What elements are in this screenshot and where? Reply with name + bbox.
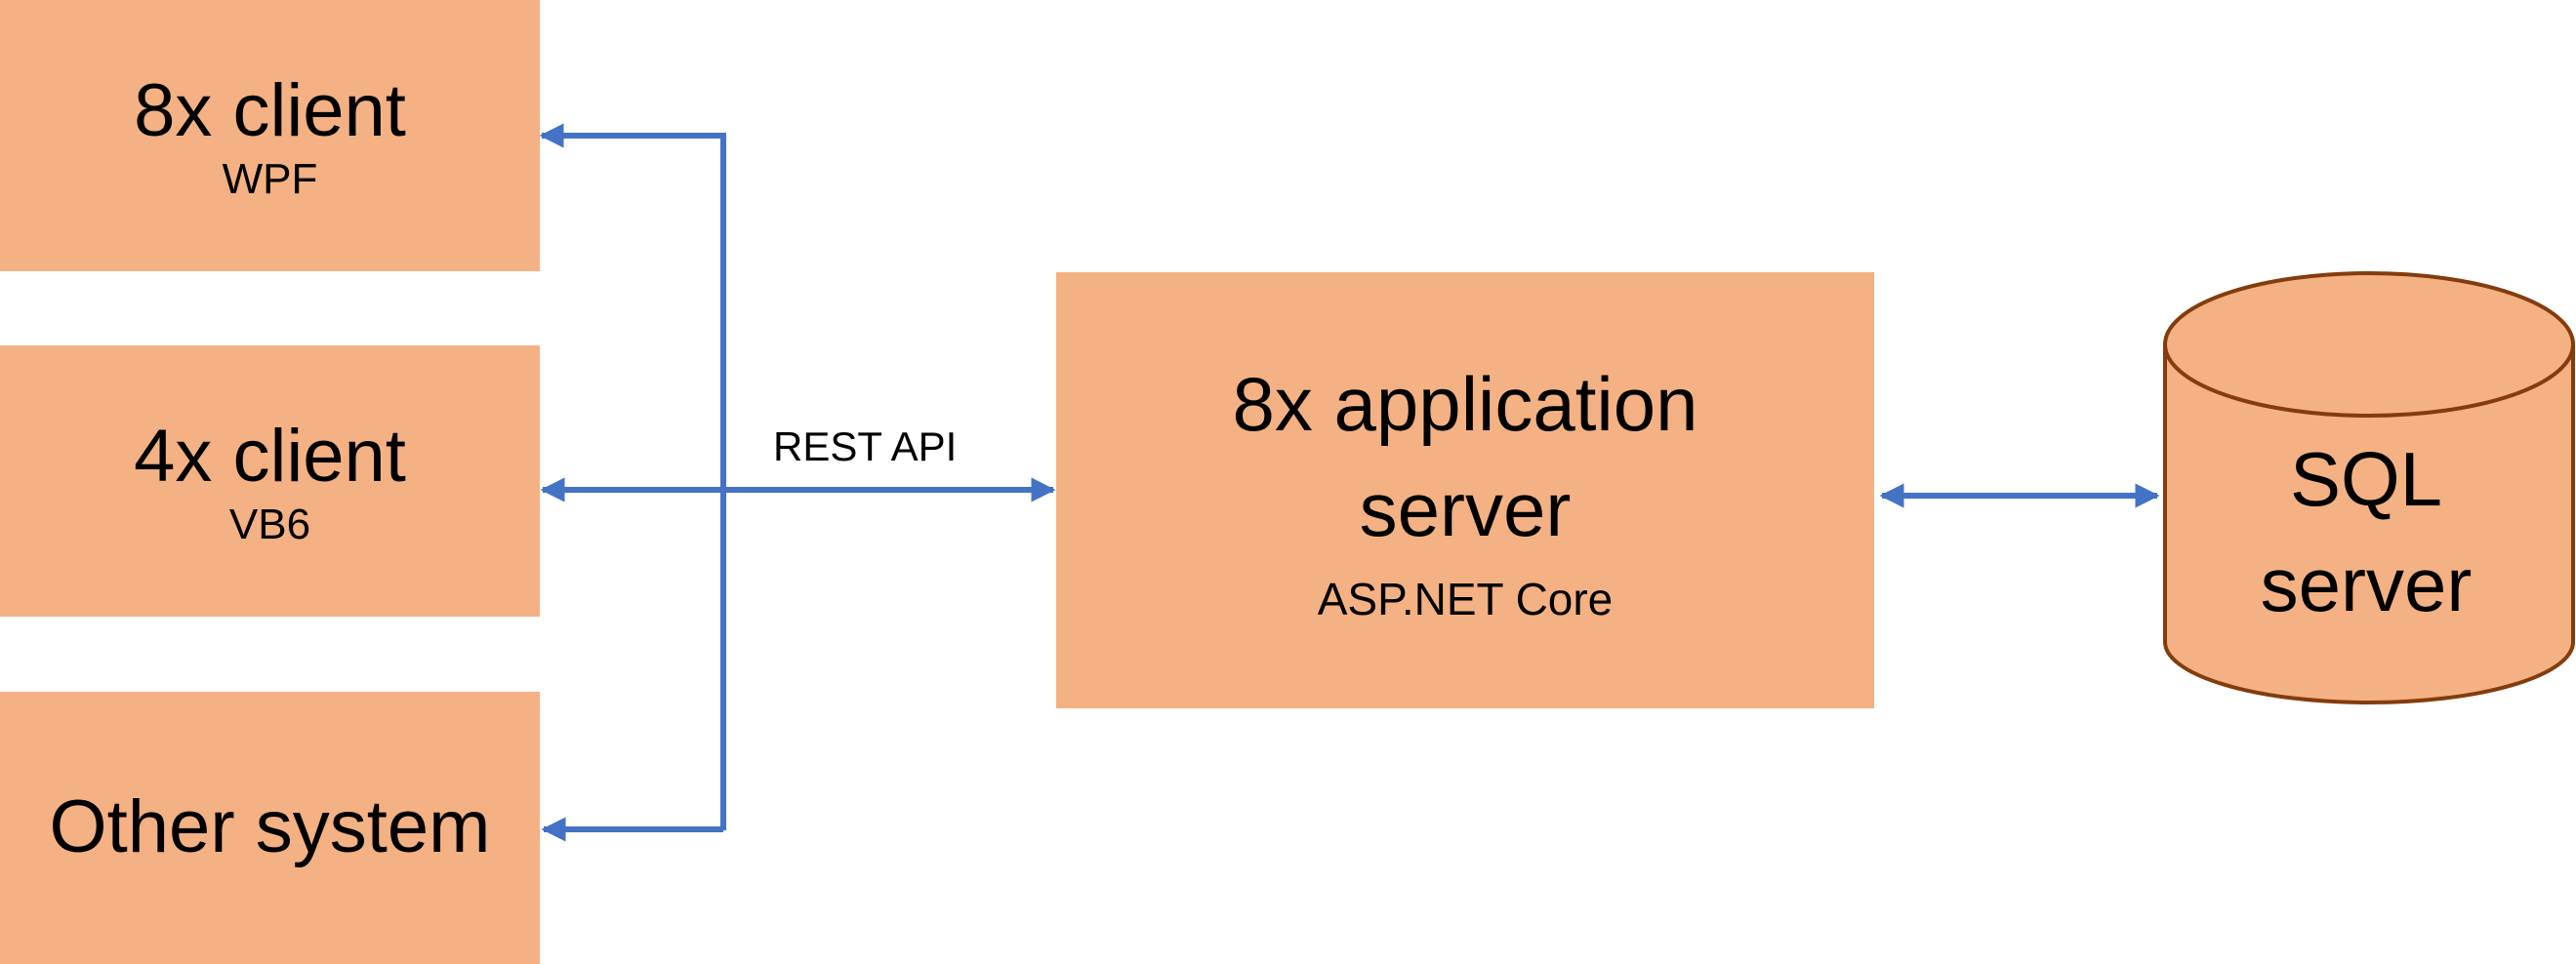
sql-server-line1: SQL — [2289, 436, 2443, 522]
other-system-title: Other system — [49, 785, 491, 869]
sql-server-label: SQL server — [2161, 427, 2571, 637]
client-8x-box: 8x client WPF — [0, 0, 540, 271]
sql-server-cylinder — [2163, 271, 2575, 704]
other-system-box: Other system — [0, 692, 540, 964]
client-4x-title: 4x client — [134, 415, 406, 499]
client-8x-subtitle: WPF — [222, 154, 318, 203]
rest-api-label: REST API — [773, 423, 958, 469]
client-4x-box: 4x client VB6 — [0, 345, 540, 617]
app-server-subtitle: ASP.NET Core — [1317, 574, 1614, 625]
client-8x-title: 8x client — [134, 69, 406, 153]
app-server-box: 8x application server ASP.NET Core — [1056, 272, 1874, 708]
client-4x-subtitle: VB6 — [228, 500, 311, 548]
sql-server-line2: server — [2260, 541, 2473, 627]
app-server-title-line1: 8x application — [1232, 361, 1698, 448]
app-server-title-line2: server — [1359, 465, 1572, 552]
